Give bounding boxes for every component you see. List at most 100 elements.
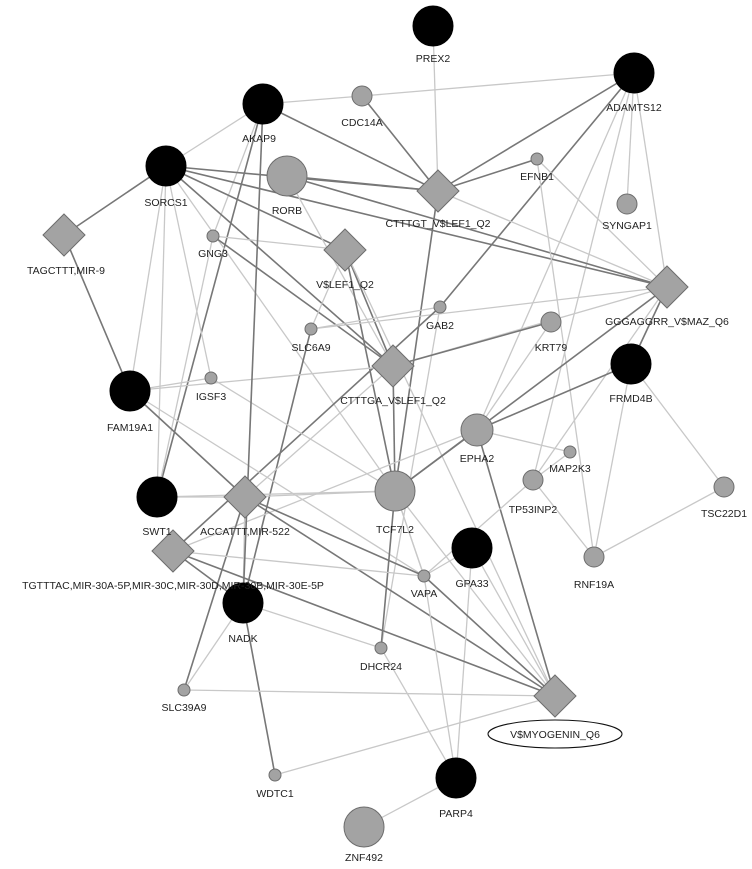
label-gng3: GNG3 xyxy=(198,248,228,260)
node-dhcr24[interactable] xyxy=(374,641,388,655)
edge-fam19a1-accattt-mir522 xyxy=(129,390,246,498)
label-gggaggrr-vsmaz-q6: GGGAGGRR_V$MAZ_Q6 xyxy=(605,316,729,328)
network-labels: PREX2ADAMTS12AKAP9CDC14ASORCS1RORBCTTTGT… xyxy=(22,53,747,864)
node-gggaggrr-vsmaz-q6[interactable] xyxy=(645,265,689,309)
label-efnb1: EFNB1 xyxy=(520,171,554,183)
label-sorcs1: SORCS1 xyxy=(144,197,187,209)
edge-tgtttac-mir30-vapa xyxy=(172,550,425,577)
node-gng3[interactable] xyxy=(206,229,220,243)
network-nodes xyxy=(42,5,735,848)
node-fam19a1[interactable] xyxy=(109,370,151,412)
node-gpa33[interactable] xyxy=(451,527,493,569)
edge-accattt-mir522-vapa xyxy=(244,496,425,577)
node-frmd4b[interactable] xyxy=(610,343,652,385)
label-akap9: AKAP9 xyxy=(242,133,276,145)
label-gab2: GAB2 xyxy=(426,320,454,332)
node-igsf3[interactable] xyxy=(204,371,218,385)
node-tsc22d1[interactable] xyxy=(713,476,735,498)
node-nadk[interactable] xyxy=(222,582,264,624)
node-tcf7l2[interactable] xyxy=(374,470,416,512)
label-tsc22d1: TSC22D1 xyxy=(701,508,747,520)
edge-akap9-ctttgt-vslef1-q2 xyxy=(262,103,439,192)
edge-tcf7l2-dhcr24 xyxy=(380,490,396,649)
edge-gng3-swt1 xyxy=(156,235,214,498)
node-efnb1[interactable] xyxy=(530,152,544,166)
label-epha2: EPHA2 xyxy=(460,453,495,465)
label-wdtc1: WDTC1 xyxy=(256,788,293,800)
node-tgtttac-mir30[interactable] xyxy=(151,529,195,573)
edge-adamts12-syngap1 xyxy=(626,72,635,205)
edge-adamts12-ctttgt-vslef1-q2 xyxy=(437,72,635,192)
edge-sorcs1-tcf7l2 xyxy=(165,165,396,492)
label-accattt-mir522: ACCATTT,MIR-522 xyxy=(200,526,290,538)
edge-accattt-mir522-vsmyogenin-q6 xyxy=(244,496,556,697)
label-cdc14a: CDC14A xyxy=(341,117,382,129)
edge-akap9-gng3 xyxy=(212,103,264,237)
edge-tagcttt-mir9-fam19a1 xyxy=(63,234,131,392)
node-znf492[interactable] xyxy=(343,806,385,848)
node-adamts12[interactable] xyxy=(613,52,655,94)
edge-gng3-ctttga-vslef1-q2 xyxy=(212,235,394,367)
edge-ctttga-vslef1-q2-fam19a1 xyxy=(129,365,394,392)
edge-gpa33-vsmyogenin-q6 xyxy=(471,547,556,697)
edge-sorcs1-vslef1-q2 xyxy=(165,165,346,251)
label-vapa: VAPA xyxy=(411,588,437,600)
edge-vapa-parp4 xyxy=(423,575,457,779)
node-swt1[interactable] xyxy=(136,476,178,518)
label-prex2: PREX2 xyxy=(416,53,451,65)
node-vapa[interactable] xyxy=(417,569,431,583)
edge-frmd4b-tsc22d1 xyxy=(630,363,725,488)
node-rorb[interactable] xyxy=(266,155,308,197)
node-tp53inp2[interactable] xyxy=(522,469,544,491)
edge-gggaggrr-vsmaz-q6-slc6a9 xyxy=(310,286,668,330)
edge-adamts12-gab2 xyxy=(439,72,635,308)
node-slc39a9[interactable] xyxy=(177,683,191,697)
label-vslef1-q2: V$LEF1_Q2 xyxy=(316,279,374,291)
edge-tcf7l2-vsmyogenin-q6 xyxy=(394,490,556,697)
node-gab2[interactable] xyxy=(433,300,447,314)
label-tgtttac-mir30: TGTTTAC,MIR-30A-5P,MIR-30C,MIR-30D,MIR-3… xyxy=(22,580,324,592)
label-rorb: RORB xyxy=(272,205,302,217)
edge-epha2-tgtttac-mir30 xyxy=(172,429,478,552)
node-akap9[interactable] xyxy=(242,83,284,125)
label-krt79: KRT79 xyxy=(535,342,568,354)
network-edges xyxy=(63,25,725,828)
label-fam19a1: FAM19A1 xyxy=(107,422,153,434)
node-wdtc1[interactable] xyxy=(268,768,282,782)
label-map2k3: MAP2K3 xyxy=(549,463,591,475)
label-gpa33: GPA33 xyxy=(455,578,488,590)
node-tagcttt-mir9[interactable] xyxy=(42,213,86,257)
label-znf492: ZNF492 xyxy=(345,852,383,864)
node-ctttga-vslef1-q2[interactable] xyxy=(371,344,415,388)
node-rnf19a[interactable] xyxy=(583,546,605,568)
edge-sorcs1-swt1 xyxy=(156,165,167,498)
edge-gng3-vslef1-q2 xyxy=(212,235,346,251)
node-sorcs1[interactable] xyxy=(145,145,187,187)
node-ctttgt-vslef1-q2[interactable] xyxy=(416,169,460,213)
node-prex2[interactable] xyxy=(412,5,454,47)
edge-slc39a9-vsmyogenin-q6 xyxy=(183,689,556,697)
node-vsmyogenin-q6[interactable] xyxy=(533,674,577,718)
node-slc6a9[interactable] xyxy=(304,322,318,336)
node-vslef1-q2[interactable] xyxy=(323,228,367,272)
node-krt79[interactable] xyxy=(540,311,562,333)
label-tp53inp2: TP53INP2 xyxy=(509,504,558,516)
edge-adamts12-tp53inp2 xyxy=(532,72,635,481)
label-rnf19a: RNF19A xyxy=(574,579,614,591)
edge-prex2-ctttgt-vslef1-q2 xyxy=(432,25,439,192)
node-cdc14a[interactable] xyxy=(351,85,373,107)
edge-vslef1-q2-vsmyogenin-q6 xyxy=(344,249,556,697)
edge-epha2-vsmyogenin-q6 xyxy=(476,429,556,697)
edge-krt79-epha2 xyxy=(476,321,552,431)
node-epha2[interactable] xyxy=(460,413,494,447)
edge-tgtttac-mir30-vsmyogenin-q6 xyxy=(172,550,556,697)
node-accattt-mir522[interactable] xyxy=(223,475,267,519)
node-parp4[interactable] xyxy=(435,757,477,799)
label-ctttgt-vslef1-q2: CTTTGT_V$LEF1_Q2 xyxy=(385,218,490,230)
node-syngap1[interactable] xyxy=(616,193,638,215)
edge-vapa-vsmyogenin-q6 xyxy=(423,575,556,697)
node-map2k3[interactable] xyxy=(563,445,577,459)
edge-ctttgt-vslef1-q2-efnb1 xyxy=(437,158,538,192)
highlight-ellipse-vsmyogenin-q6 xyxy=(487,719,623,749)
